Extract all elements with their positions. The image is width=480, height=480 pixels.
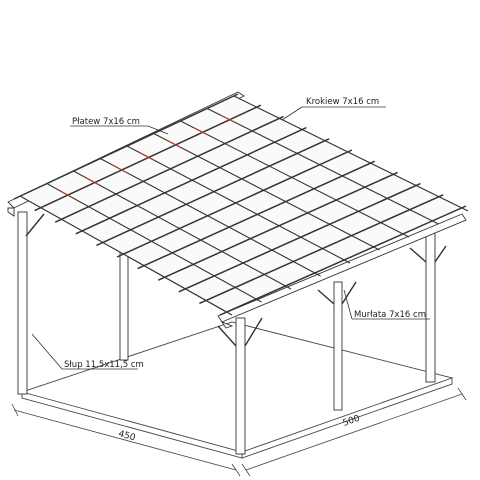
accent-mark	[58, 189, 73, 198]
rafter	[126, 145, 351, 264]
accent-mark	[193, 127, 208, 136]
rafter	[233, 95, 469, 212]
rafter	[46, 183, 262, 303]
label-rafter: Krokiew 7x16 cm	[306, 97, 379, 107]
purlin	[116, 149, 353, 258]
label-purlin: Płatew 7x16 cm	[72, 117, 140, 127]
braces	[25, 213, 447, 347]
purlin	[54, 115, 284, 223]
purlin	[219, 205, 467, 316]
purlin	[199, 194, 444, 305]
rafter	[207, 108, 439, 225]
purlin	[96, 138, 330, 247]
accent-mark	[112, 164, 127, 173]
accent-mark	[85, 177, 100, 186]
rafter	[73, 170, 292, 290]
rafter	[99, 158, 321, 277]
purlin	[34, 104, 262, 212]
accent-mark	[166, 139, 181, 148]
dimension-width: 450	[117, 429, 136, 443]
purlin	[13, 93, 239, 200]
label-post: Słup 11,5x11,5 cm	[64, 360, 144, 370]
rafters	[19, 95, 469, 316]
purlin	[75, 126, 307, 235]
purlins	[13, 93, 467, 316]
accent-mark	[139, 152, 154, 161]
roof-sheet	[19, 95, 463, 313]
label-wall-plate: Murłata 7x16 cm	[354, 310, 426, 320]
purlin	[178, 182, 421, 293]
dimension-lines	[11, 387, 467, 477]
posts	[17, 167, 436, 455]
rafter	[19, 195, 233, 316]
leader-lines	[31, 106, 430, 370]
rafter	[153, 133, 380, 251]
purlin	[137, 160, 376, 270]
accent-mark	[220, 114, 235, 123]
accent-marks	[58, 114, 235, 198]
purlin	[157, 171, 398, 281]
rafter	[180, 120, 410, 238]
